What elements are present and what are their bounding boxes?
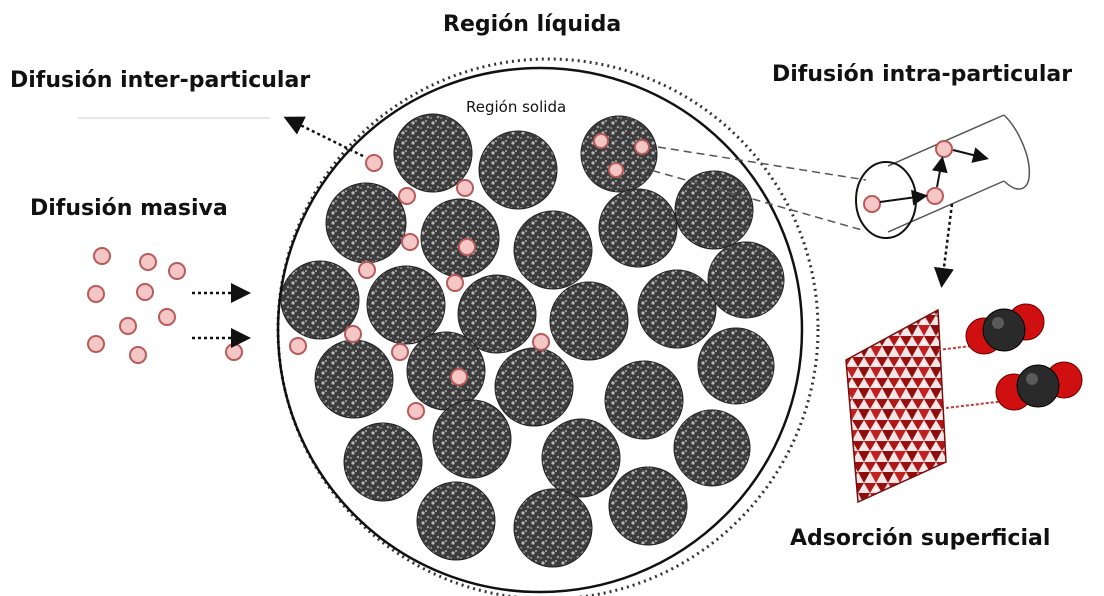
- inter-particle-label: Difusión inter-particular: [10, 68, 310, 93]
- adsorbent-surface: [846, 310, 946, 502]
- adsorbate-molecule: [88, 286, 104, 302]
- adsorbate-molecule: [635, 140, 649, 154]
- adsorbate-molecule: [366, 155, 382, 171]
- adsorbate-molecule: [120, 318, 136, 334]
- adsorbate-molecule: [447, 275, 463, 291]
- porous-particle: [407, 332, 485, 410]
- bulk-diffusion-arrows: [192, 293, 246, 338]
- adsorbate-molecule: [345, 326, 361, 342]
- porous-particle: [479, 131, 557, 209]
- co2-molecule: [966, 304, 1044, 354]
- porous-particle: [433, 400, 511, 478]
- porous-particle: [514, 211, 592, 289]
- porous-particle: [674, 410, 750, 486]
- adsorbate-molecule: [137, 284, 153, 300]
- adsorbate-molecule: [927, 188, 943, 204]
- adsorbate-molecule: [402, 234, 418, 250]
- porous-particle: [514, 489, 592, 567]
- porous-particle: [550, 282, 628, 360]
- porous-particle: [609, 467, 687, 545]
- porous-particle: [344, 423, 422, 501]
- liquid-region-label: Región líquida: [443, 12, 621, 37]
- porous-particle: [638, 270, 716, 348]
- adsorbate-molecule: [226, 344, 242, 360]
- adsorbate-molecule: [459, 239, 475, 255]
- porous-particle: [542, 419, 620, 497]
- adsorbate-molecule: [864, 196, 880, 212]
- adsorption-arrow: [942, 204, 952, 283]
- adsorbate-molecule: [451, 369, 467, 385]
- porous-particle: [394, 114, 472, 192]
- adsorbate-molecule: [359, 262, 375, 278]
- bulk-diffusion-label: Difusión masiva: [30, 196, 228, 221]
- adsorbate-molecule: [94, 248, 110, 264]
- porous-particle: [708, 242, 784, 318]
- intra-particle-label: Difusión intra-particular: [772, 62, 1072, 87]
- pore-cylinder: [856, 115, 1029, 238]
- adsorbate-molecule: [594, 134, 608, 148]
- surface-adsorption-label: Adsorción superficial: [790, 526, 1050, 551]
- porous-particle: [421, 199, 499, 277]
- adsorbate-molecule: [130, 347, 146, 363]
- adsorbate-molecule: [290, 338, 306, 354]
- porous-particle: [315, 340, 393, 418]
- adsorbate-molecule: [936, 141, 952, 157]
- porous-particle: [417, 482, 495, 560]
- porous-particle: [605, 361, 683, 439]
- adsorbate-molecule: [408, 403, 424, 419]
- porous-particle: [599, 189, 677, 267]
- porous-particle: [326, 183, 406, 263]
- solid-region-label: Región solida: [466, 98, 566, 116]
- porous-particle: [675, 171, 753, 249]
- porous-particle: [495, 348, 573, 426]
- porous-particle: [367, 266, 445, 344]
- adsorbate-molecule: [88, 336, 104, 352]
- adsorbate-molecule: [140, 254, 156, 270]
- adsorbate-molecule: [392, 344, 408, 360]
- adsorbate-molecule: [457, 180, 473, 196]
- inter-particle-arrow: [288, 119, 363, 156]
- adsorbate-molecule: [159, 309, 175, 325]
- porous-particle: [698, 328, 774, 404]
- bulk-adsorbate-molecules: [88, 248, 242, 363]
- adsorbate-molecule: [399, 188, 415, 204]
- adsorbate-molecule: [533, 334, 549, 350]
- co2-molecule: [996, 362, 1082, 410]
- adsorbate-molecule: [169, 263, 185, 279]
- adsorbate-molecule: [609, 163, 623, 177]
